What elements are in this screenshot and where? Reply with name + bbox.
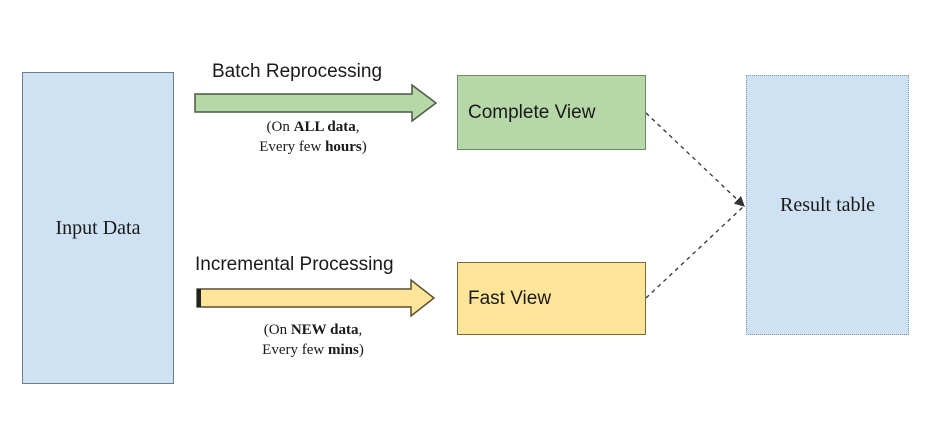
batch-note-open: (On xyxy=(266,119,294,135)
incremental-processing-label: Incremental Processing xyxy=(195,254,394,275)
fast-to-result-connector xyxy=(645,205,745,299)
input-data-label: Input Data xyxy=(55,216,141,239)
input-data-box: Input Data xyxy=(22,72,174,384)
incremental-note-scope: NEW data xyxy=(290,322,359,338)
batch-note-close: ) xyxy=(361,139,367,155)
result-table-label: Result table xyxy=(780,193,875,216)
batch-note: (On ALL data, Every few hours) xyxy=(213,117,413,157)
batch-note-interval: hours xyxy=(325,139,362,155)
complete-view-label: Complete View xyxy=(468,101,596,123)
incremental-arrow-tail xyxy=(197,289,201,307)
complete-to-result-connector xyxy=(645,112,745,207)
batch-reprocessing-label: Batch Reprocessing xyxy=(212,61,383,82)
fast-view-label: Fast View xyxy=(468,287,552,309)
incremental-note: (On NEW data, Every few mins) xyxy=(213,320,413,360)
batch-arrow xyxy=(194,83,438,123)
incremental-arrow xyxy=(196,278,436,318)
incremental-note-comma: , xyxy=(358,322,363,338)
batch-note-frequency: Every few xyxy=(259,139,326,155)
incremental-note-interval: mins xyxy=(327,342,359,358)
fast-view-box: Fast View xyxy=(457,262,646,335)
batch-note-comma: , xyxy=(355,119,360,135)
incremental-note-open: (On xyxy=(263,322,291,338)
result-table-box: Result table xyxy=(746,75,909,335)
batch-note-scope: ALL data xyxy=(293,119,356,135)
incremental-note-frequency: Every few xyxy=(262,342,328,358)
complete-view-box: Complete View xyxy=(457,75,646,150)
incremental-note-close: ) xyxy=(358,342,364,358)
